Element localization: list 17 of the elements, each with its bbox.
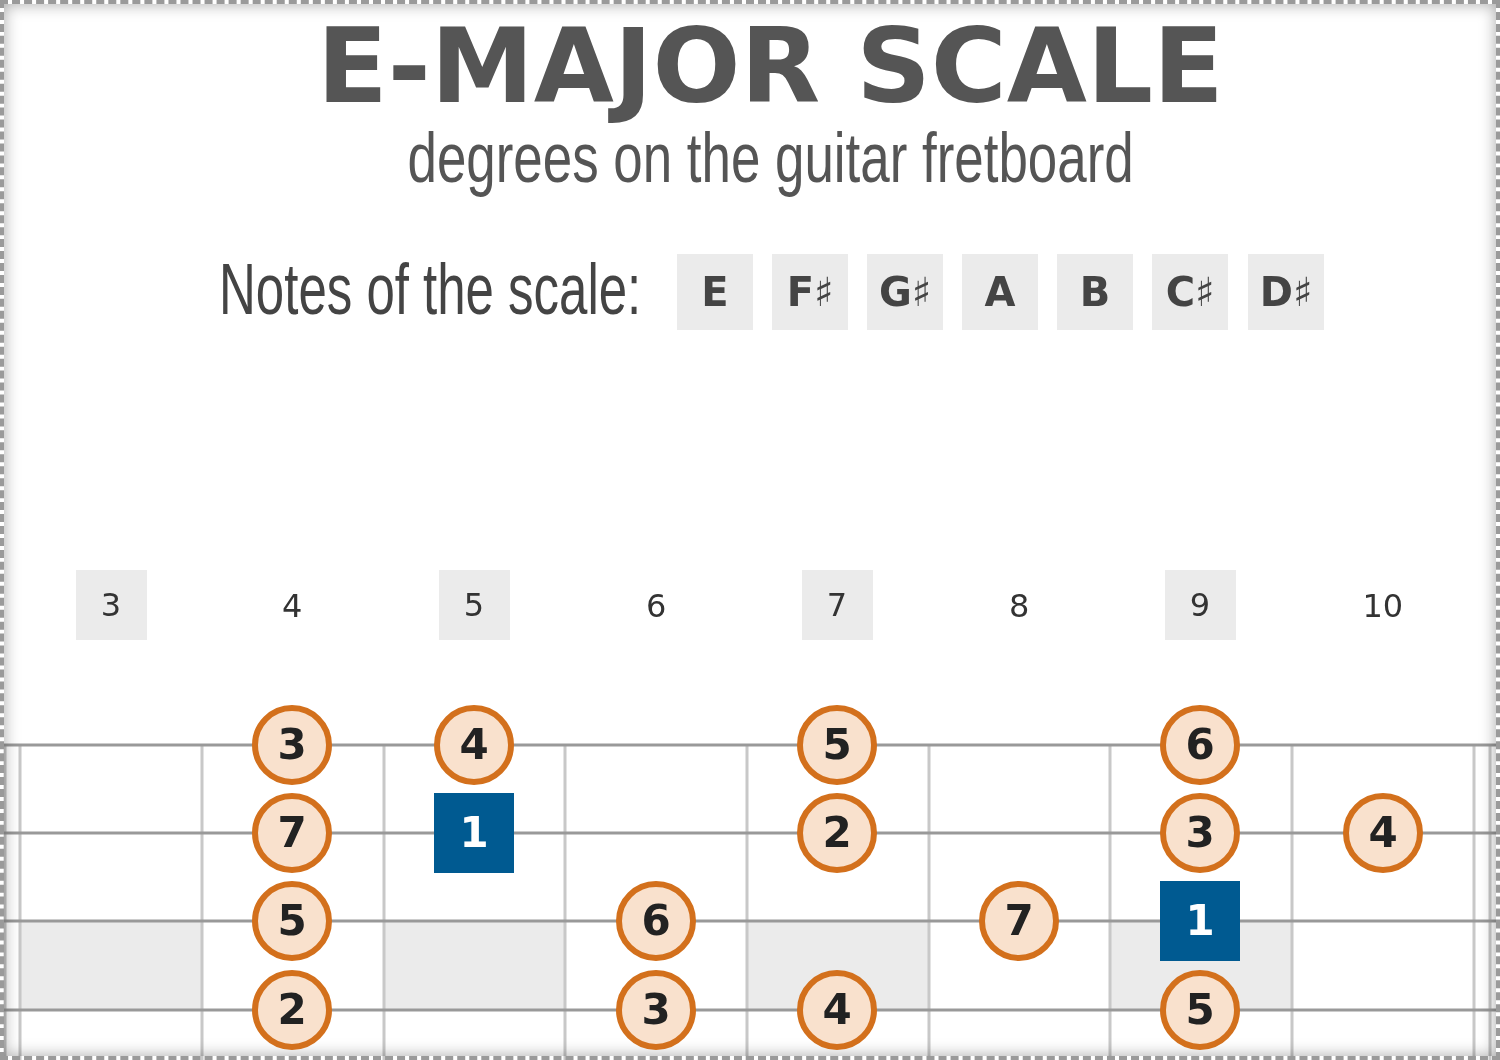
- note-tile: E: [677, 254, 753, 330]
- fret-number-tile: 3: [75, 570, 147, 640]
- title: E-MAJOR SCALE: [316, 11, 1224, 121]
- note-tile: F♯: [772, 254, 848, 330]
- fret-number: 6: [646, 586, 667, 626]
- notes-heading: Notes of the scale:: [219, 248, 642, 330]
- note-tile: G♯: [867, 254, 943, 330]
- note-tile: C♯: [1152, 254, 1228, 330]
- note-tile: B: [1057, 254, 1133, 330]
- note-tile: A: [962, 254, 1038, 330]
- fret-number: 8: [1009, 586, 1030, 626]
- fret-number: 10: [1362, 586, 1404, 626]
- fret-number-tile: 9: [1164, 570, 1236, 640]
- fret-number-tile: 5: [438, 570, 510, 640]
- note-tile: D♯: [1248, 254, 1324, 330]
- fret-number-tile: 7: [801, 570, 873, 640]
- fret-number: 4: [282, 586, 303, 626]
